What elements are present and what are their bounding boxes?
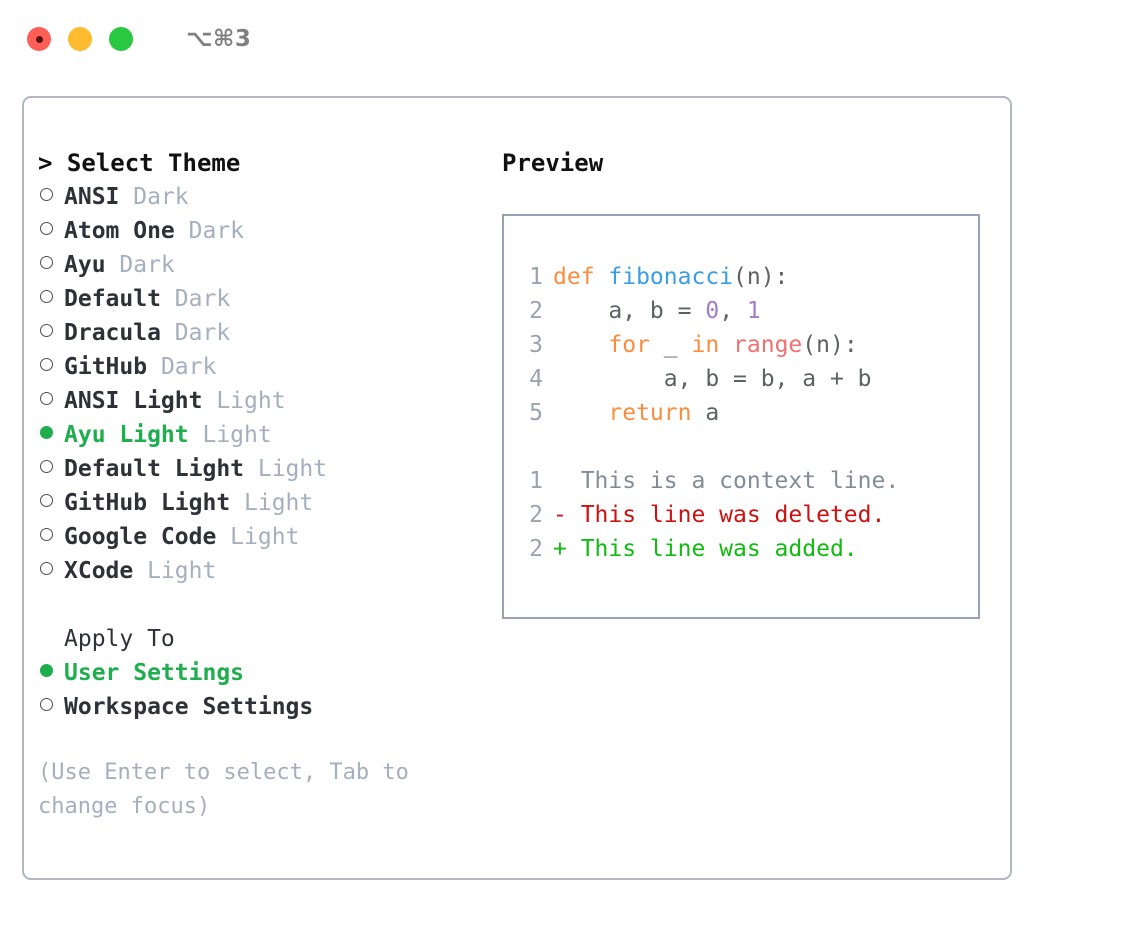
theme-option-label: Ayu: [64, 252, 106, 278]
title-bar: ⌥⌘3: [0, 0, 1140, 78]
code-token-plain: ,: [719, 298, 747, 324]
code-token-plain: a, b = b, a + b: [553, 366, 872, 392]
code-token-plain: [553, 400, 608, 426]
theme-option-label: Atom One: [64, 218, 175, 244]
code-token-kw: return: [608, 400, 692, 426]
code-token-plain: a: [691, 400, 720, 426]
theme-option-kind: Light: [244, 456, 328, 482]
theme-option-kind: Dark: [174, 218, 245, 244]
apply-to-option-label: Workspace Settings: [64, 694, 314, 720]
theme-option-kind: Light: [202, 388, 286, 414]
diff-line-text: - This line was deleted.: [553, 502, 886, 528]
code-line: 3 for _ in range(n):: [519, 328, 978, 362]
apply-to-option-workspace-settings[interactable]: Workspace Settings: [38, 690, 478, 724]
select-theme-heading: > Select Theme: [38, 149, 241, 177]
theme-option-label: GitHub: [64, 354, 148, 380]
theme-option-xcode[interactable]: XCode Light: [38, 554, 478, 588]
diff-line-number: 2: [529, 502, 543, 528]
apply-to-option-user-settings[interactable]: User Settings: [38, 656, 478, 690]
code-line-number: 3: [529, 332, 543, 358]
diff-sample: 1 This is a context line. 2 - This line wa…: [519, 464, 978, 566]
theme-option-kind: Dark: [160, 320, 231, 346]
code-token-num: 0: [705, 298, 720, 324]
theme-option-kind: Light: [230, 490, 314, 516]
code-token-plain: _: [649, 332, 692, 358]
theme-option-kind: Light: [133, 558, 217, 584]
theme-option-label: GitHub Light: [64, 490, 231, 516]
theme-option-github-light[interactable]: GitHub Light Light: [38, 486, 478, 520]
apply-to-heading: Apply To: [64, 626, 175, 652]
diff-line-text: This is a context line.: [553, 468, 900, 494]
code-token-plain: a, b =: [553, 298, 706, 324]
theme-option-kind: Dark: [105, 252, 175, 278]
code-line: 4 a, b = b, a + b: [519, 362, 978, 396]
diff-line-number: 2: [529, 536, 543, 562]
maximize-button[interactable]: [109, 27, 133, 51]
diff-line-add: 2 + This line was added.: [519, 532, 978, 566]
theme-option-google-code[interactable]: Google Code Light: [38, 520, 478, 554]
theme-option-label: Ayu Light: [64, 422, 189, 448]
theme-option-default-light[interactable]: Default Light Light: [38, 452, 478, 486]
close-button[interactable]: [27, 27, 51, 51]
theme-option-label: XCode: [64, 558, 134, 584]
code-diff-separator: [519, 430, 978, 464]
apply-to-option-label: User Settings: [64, 660, 245, 686]
keyboard-hint-text: (Use Enter to select, Tab to change focu…: [38, 760, 423, 819]
theme-option-ansi[interactable]: ANSI Dark: [38, 180, 478, 214]
theme-option-default[interactable]: Default Dark: [38, 282, 478, 316]
theme-option-ansi-light[interactable]: ANSI Light Light: [38, 384, 478, 418]
theme-option-atom-one[interactable]: Atom One Dark: [38, 214, 478, 248]
code-line-number: 5: [529, 400, 543, 426]
diff-line-number: 1: [529, 468, 543, 494]
code-token-builtin: range: [733, 332, 803, 358]
code-line-number: 2: [529, 298, 543, 324]
section-spacer: [38, 588, 478, 622]
code-line: 2 a, b = 0, 1: [519, 294, 978, 328]
code-token-plain: (n):: [733, 264, 789, 290]
theme-option-kind: Dark: [160, 286, 231, 312]
code-token-plain: [553, 332, 608, 358]
theme-option-label: ANSI Light: [64, 388, 203, 414]
code-token-kw: in: [691, 332, 720, 358]
traffic-lights: [27, 27, 133, 51]
theme-option-label: ANSI: [64, 184, 120, 210]
diff-line-ctx: 1 This is a context line.: [519, 464, 978, 498]
code-line-number: 1: [529, 264, 543, 290]
code-token-plain: [719, 332, 733, 358]
diff-line-del: 2 - This line was deleted.: [519, 498, 978, 532]
code-token-kw: for: [608, 332, 650, 358]
theme-option-label: Default Light: [64, 456, 245, 482]
preview-heading: Preview: [502, 149, 604, 177]
minimize-button[interactable]: [68, 27, 92, 51]
theme-option-label: Dracula: [64, 320, 161, 346]
theme-option-ayu-light[interactable]: Ayu Light Light: [38, 418, 478, 452]
theme-option-label: Google Code: [64, 524, 217, 550]
theme-option-kind: Dark: [147, 354, 217, 380]
theme-option-label: Default: [64, 286, 161, 312]
code-line: 5 return a: [519, 396, 978, 430]
theme-option-kind: Light: [188, 422, 272, 448]
diff-line-text: + This line was added.: [553, 536, 858, 562]
code-token-num: 1: [746, 298, 761, 324]
window-title-shortcut: ⌥⌘3: [186, 26, 252, 52]
code-line-number: 4: [529, 366, 543, 392]
theme-option-github[interactable]: GitHub Dark: [38, 350, 478, 384]
theme-option-kind: Dark: [119, 184, 189, 210]
theme-option-dracula[interactable]: Dracula Dark: [38, 316, 478, 350]
code-line: 1 def fibonacci(n):: [519, 260, 978, 294]
theme-option-kind: Light: [216, 524, 300, 550]
code-token-plain: (n):: [802, 332, 858, 358]
code-token-kw: def: [553, 264, 609, 290]
code-token-fn: fibonacci: [608, 264, 734, 290]
theme-option-ayu[interactable]: Ayu Dark: [38, 248, 478, 282]
